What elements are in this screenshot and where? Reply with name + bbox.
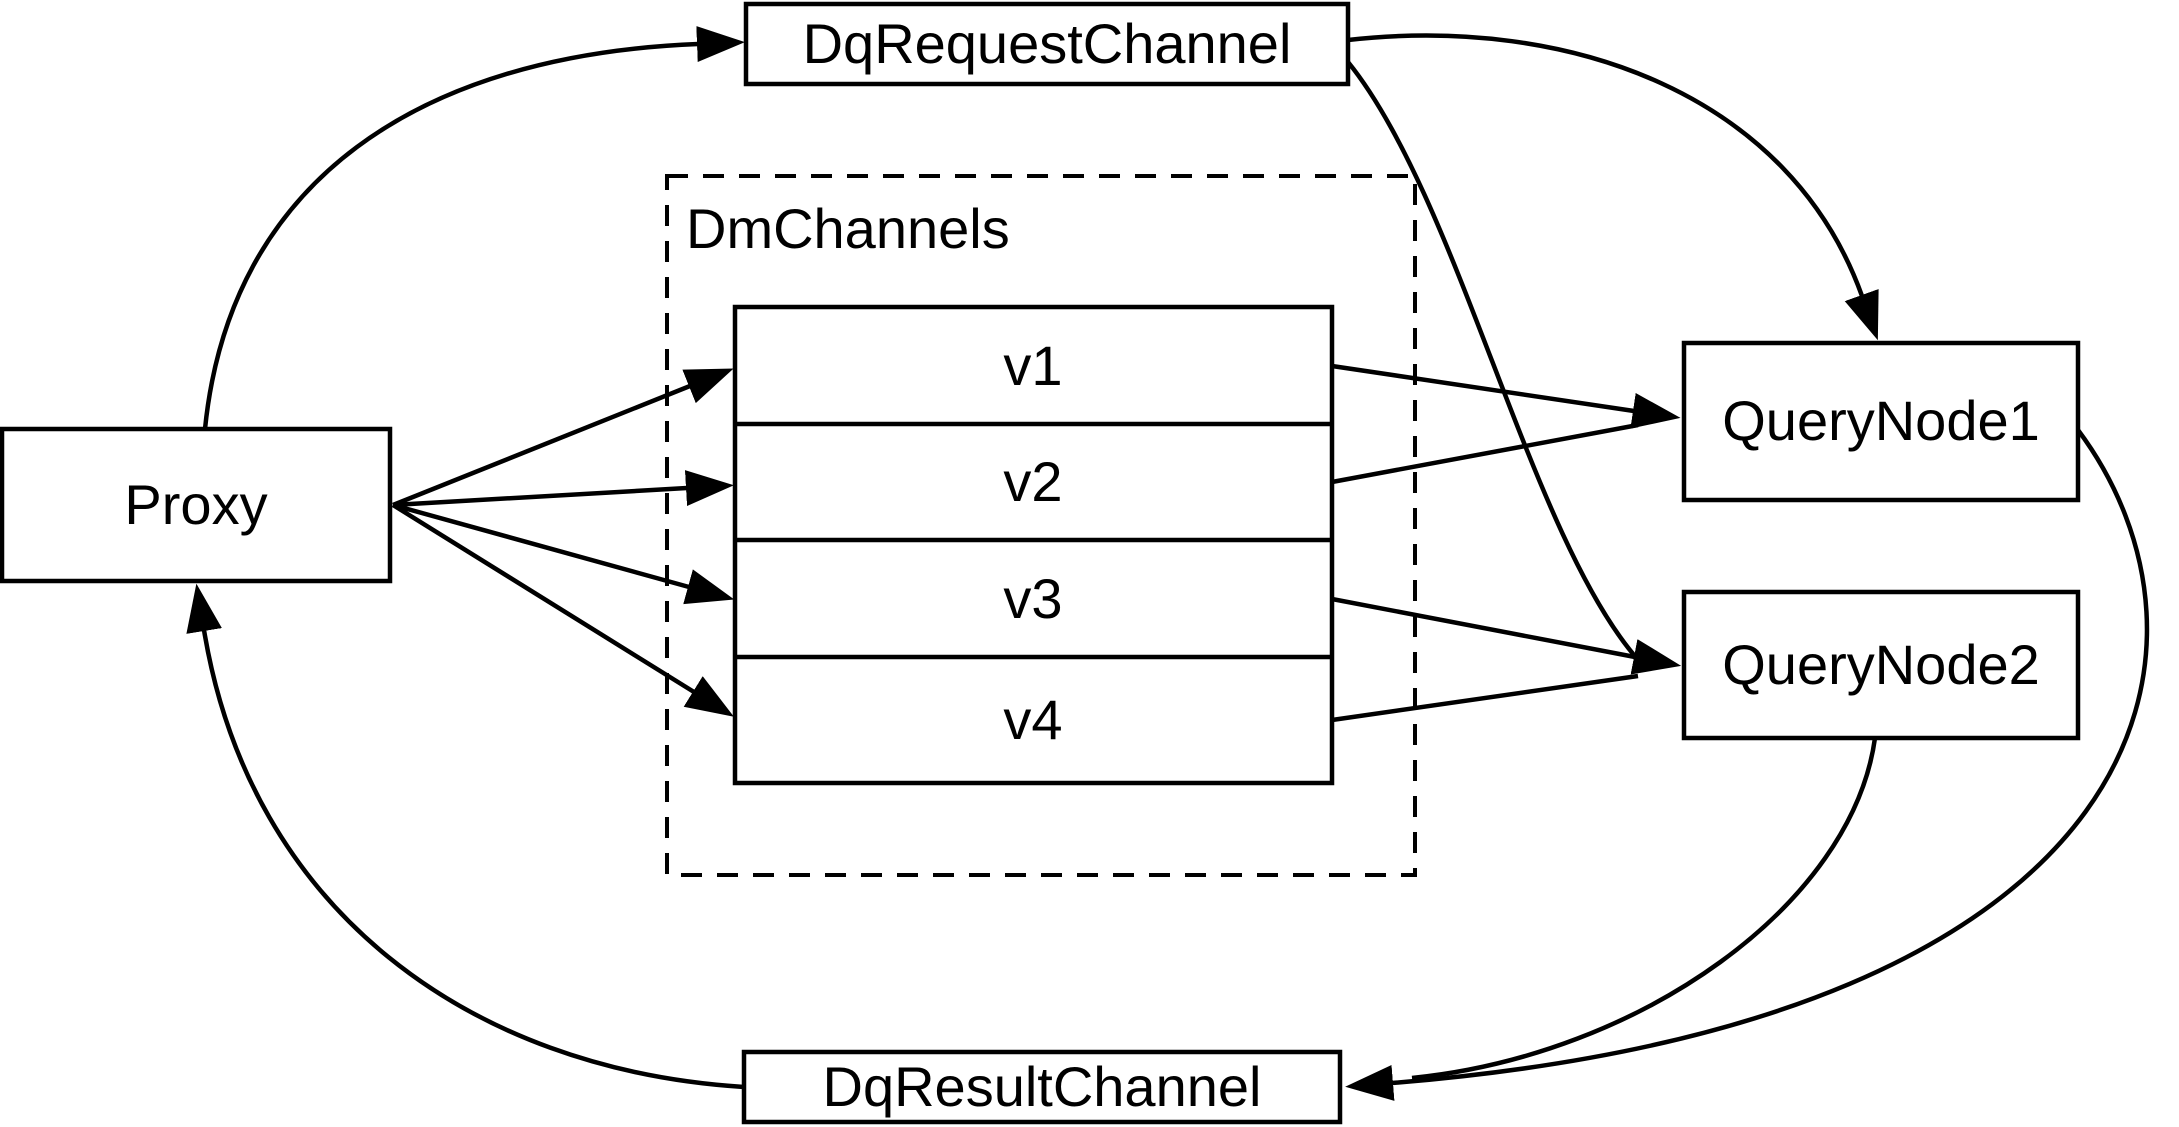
edge-dqrequestchannel-to-querynode1 — [1347, 33, 1879, 341]
edge-v4-to-querynode2 — [1331, 673, 1639, 723]
edge-v2-to-querynode1 — [1331, 422, 1639, 485]
edge-v3-to-querynode2 — [1331, 596, 1682, 675]
edge-proxy-to-v2 — [392, 470, 734, 508]
channel-v1-label: v1 — [1003, 334, 1062, 397]
proxy-box — [0, 426, 393, 584]
edge-querynode1-to-dqresultchannel — [1345, 428, 2150, 1101]
edge-proxy-to-v4 — [391, 503, 734, 717]
proxy-label: Proxy — [124, 473, 267, 536]
node-proxy: Proxy — [0, 426, 393, 584]
querynode1-label: QueryNode1 — [1722, 389, 2040, 452]
channel-v2-label: v2 — [1003, 450, 1062, 513]
querynode1-box — [1681, 340, 2081, 503]
channel-v4-label: v4 — [1003, 688, 1062, 751]
node-dqrequestchannel: DqRequestChannel — [743, 1, 1351, 87]
querynode2-label: QueryNode2 — [1722, 633, 2040, 696]
edge-dqrequestchannel-to-querynode2 — [1346, 60, 1642, 664]
edge-v1-to-querynode1 — [1331, 363, 1681, 429]
node-querynode2: QueryNode2 — [1681, 589, 2081, 741]
dqrequestchannel-box — [743, 1, 1351, 87]
dqrequestchannel-label: DqRequestChannel — [803, 12, 1292, 75]
edge-querynode2-to-dqresultchannel — [1411, 737, 1878, 1081]
querynode2-box — [1681, 589, 2081, 741]
node-dqresultchannel: DqResultChannel — [741, 1049, 1343, 1125]
edge-proxy-to-dqrequestchannel — [202, 26, 745, 430]
dqresultchannel-label: DqResultChannel — [823, 1055, 1262, 1118]
dmchannels-group-box — [665, 174, 1417, 877]
channel-stack-box — [732, 304, 1335, 786]
node-querynode1: QueryNode1 — [1681, 340, 2081, 503]
dmchannels-group-label: DmChannels — [686, 197, 1010, 260]
edge-proxy-to-v3 — [392, 502, 735, 605]
dqresultchannel-box — [741, 1049, 1343, 1125]
edge-dqresultchannel-to-proxy — [186, 583, 745, 1090]
channel-v3-label: v3 — [1003, 567, 1062, 630]
edge-proxy-to-v1 — [392, 368, 734, 508]
